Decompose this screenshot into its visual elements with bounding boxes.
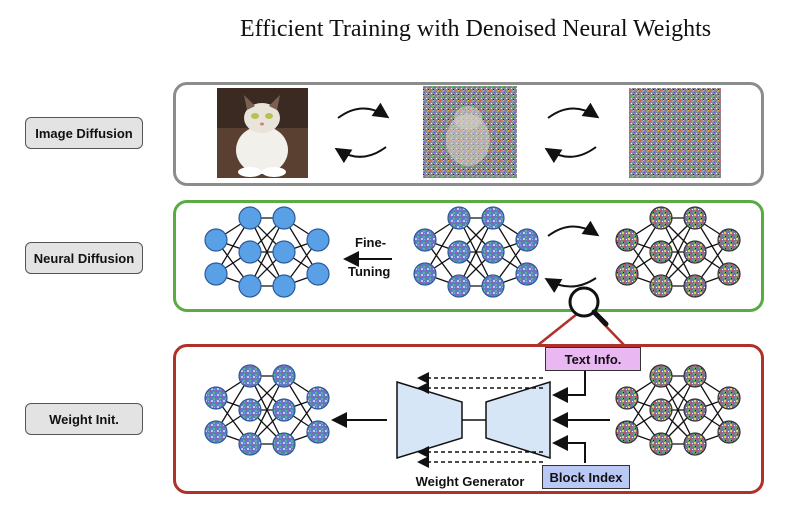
noisy-network-icon [615, 206, 741, 298]
network-node [515, 228, 539, 252]
network-node [615, 262, 639, 286]
network-node [683, 432, 707, 456]
network-node [413, 262, 437, 286]
weight-generator-block [396, 380, 551, 460]
network-edge [660, 217, 696, 287]
network-node [683, 364, 707, 388]
network-node [204, 228, 228, 252]
image-diffusion-panel [173, 82, 764, 186]
image-diffusion-label: Image Diffusion [25, 117, 143, 149]
network-edge [458, 217, 494, 287]
network-node [238, 398, 262, 422]
network-node [306, 420, 330, 444]
network-node [272, 398, 296, 422]
noisy-cat-image [423, 86, 517, 178]
network-node [649, 206, 673, 230]
network-edge [660, 375, 696, 445]
network-node [272, 274, 296, 298]
network-node [481, 240, 505, 264]
cat-photo [217, 88, 308, 178]
network-node [717, 420, 741, 444]
fine-tuning-label-line1: Fine- [355, 235, 387, 250]
network-node [306, 262, 330, 286]
neural-diffusion-label: Neural Diffusion [25, 242, 143, 274]
network-node [649, 274, 673, 298]
text-info-tag: Text Info. [545, 347, 641, 371]
network-node [272, 432, 296, 456]
weight-generator-label: Weight Generator [415, 474, 525, 489]
neural-cycle-arrows [544, 220, 600, 293]
weight-init-label: Weight Init. [25, 403, 143, 435]
network-node [238, 240, 262, 264]
network-node [717, 386, 741, 410]
network-node [683, 274, 707, 298]
network-node [615, 386, 639, 410]
network-node [447, 206, 471, 230]
network-node [204, 420, 228, 444]
network-edge [249, 375, 285, 445]
network-node [683, 398, 707, 422]
input-noisy-network-icon [615, 364, 741, 456]
network-node [272, 364, 296, 388]
network-node [481, 274, 505, 298]
network-node [238, 364, 262, 388]
network-edge [249, 217, 285, 287]
figure-title: Efficient Training with Denoised Neural … [240, 16, 712, 42]
network-node [649, 432, 673, 456]
network-node [683, 240, 707, 264]
network-node [717, 228, 741, 252]
network-node [515, 262, 539, 286]
network-node [306, 386, 330, 410]
network-node [272, 240, 296, 264]
network-node [238, 206, 262, 230]
network-node [306, 228, 330, 252]
network-node [447, 240, 471, 264]
partially-noisy-network-icon [413, 206, 539, 298]
network-node [447, 274, 471, 298]
block-index-tag: Block Index [542, 465, 630, 489]
network-node [649, 398, 673, 422]
network-node [413, 228, 437, 252]
diffusion-cycle-arrows [334, 102, 390, 164]
network-node [238, 432, 262, 456]
clean-network-icon [204, 206, 330, 298]
condition-arrows [552, 371, 610, 463]
fine-tuning-label-line2: Tuning [348, 264, 391, 279]
network-node [272, 206, 296, 230]
network-node [481, 206, 505, 230]
magnifier-icon [537, 286, 625, 346]
network-node [238, 274, 262, 298]
network-node [717, 262, 741, 286]
network-node [615, 228, 639, 252]
weight-init-panel [173, 344, 764, 494]
diffusion-cycle-arrows-2 [544, 102, 600, 164]
network-node [615, 420, 639, 444]
generated-network-icon [204, 364, 330, 456]
network-node [683, 206, 707, 230]
neural-diffusion-panel [173, 200, 764, 312]
network-node [649, 240, 673, 264]
network-node [649, 364, 673, 388]
network-node [204, 386, 228, 410]
network-node [204, 262, 228, 286]
pure-noise-image [629, 88, 721, 178]
